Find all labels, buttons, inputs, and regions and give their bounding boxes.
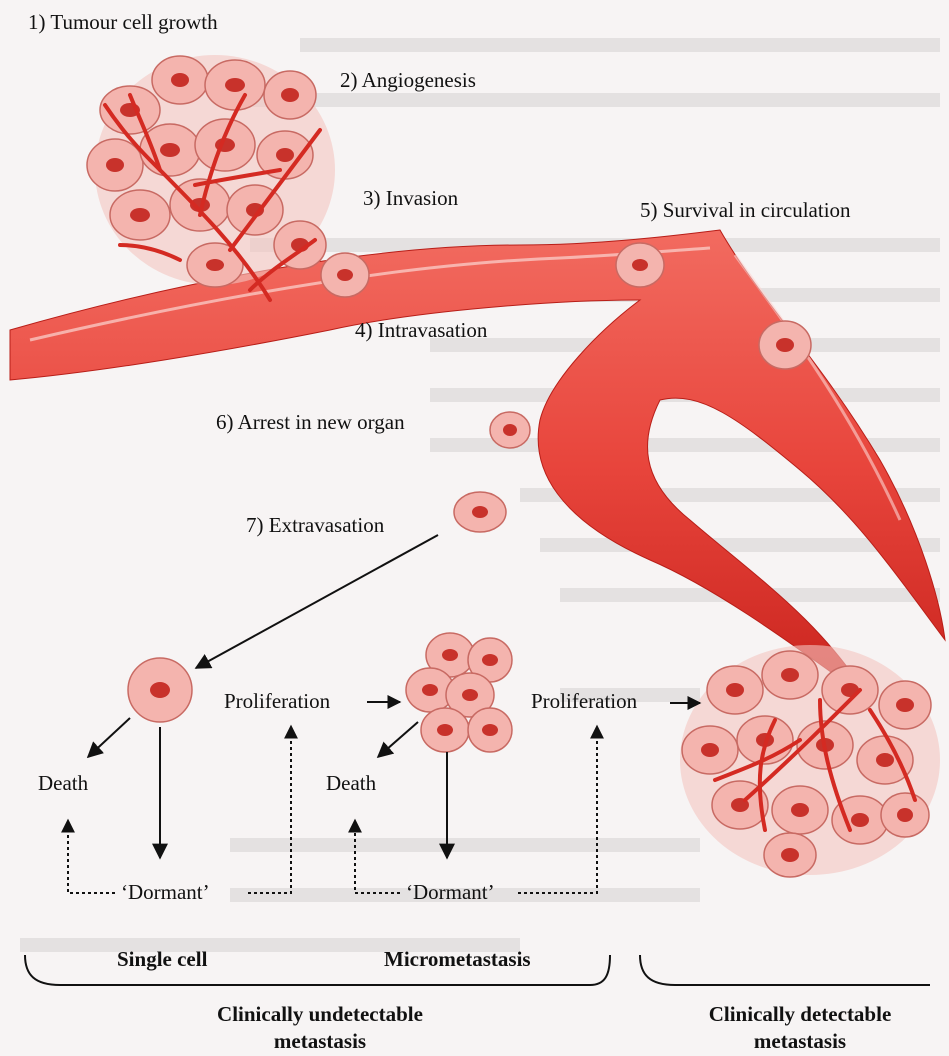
proliferation-left-label: Proliferation xyxy=(224,690,330,713)
step-7-label: 7) Extravasation xyxy=(246,514,384,537)
proliferation-right-label: Proliferation xyxy=(531,690,637,713)
step-5-label: 5) Survival in circulation xyxy=(640,199,851,222)
step-2-label: 2) Angiogenesis xyxy=(340,69,476,92)
step-6-label: 6) Arrest in new organ xyxy=(216,411,405,434)
single-cell-label: Single cell xyxy=(117,948,207,971)
dotted-arrows xyxy=(68,726,597,893)
arrow-single-cell-to-death xyxy=(88,718,130,757)
arrow-extravasation-to-single-cell xyxy=(196,535,438,668)
dotted-dormant-to-proliferation-left xyxy=(248,726,291,893)
arrow-micrometastasis-to-death xyxy=(378,722,418,757)
dormant-left-label: ‘Dormant’ xyxy=(121,881,210,904)
step-1-label: 1) Tumour cell growth xyxy=(28,11,218,34)
secondary-tumour xyxy=(680,645,940,877)
dormant-right-label: ‘Dormant’ xyxy=(406,881,495,904)
death-left-label: Death xyxy=(38,772,88,795)
death-right-label: Death xyxy=(326,772,376,795)
undetectable-label-line1: Clinically undetectable xyxy=(150,1003,490,1026)
detectable-label-line2: metastasis xyxy=(655,1030,945,1053)
micrometastasis-cluster xyxy=(406,633,512,752)
bracket-detectable xyxy=(640,955,930,985)
undetectable-label-line2: metastasis xyxy=(150,1030,490,1053)
detectable-label-line1: Clinically detectable xyxy=(655,1003,945,1026)
step-3-label: 3) Invasion xyxy=(363,187,458,210)
single-cell xyxy=(128,658,192,722)
dotted-dormant-to-death-right xyxy=(355,820,400,893)
micrometastasis-label: Micrometastasis xyxy=(384,948,531,971)
dotted-dormant-to-proliferation-right xyxy=(518,726,597,893)
step-4-label: 4) Intravasation xyxy=(355,319,487,342)
dotted-dormant-to-death-left xyxy=(68,820,115,893)
primary-tumour xyxy=(87,55,335,300)
